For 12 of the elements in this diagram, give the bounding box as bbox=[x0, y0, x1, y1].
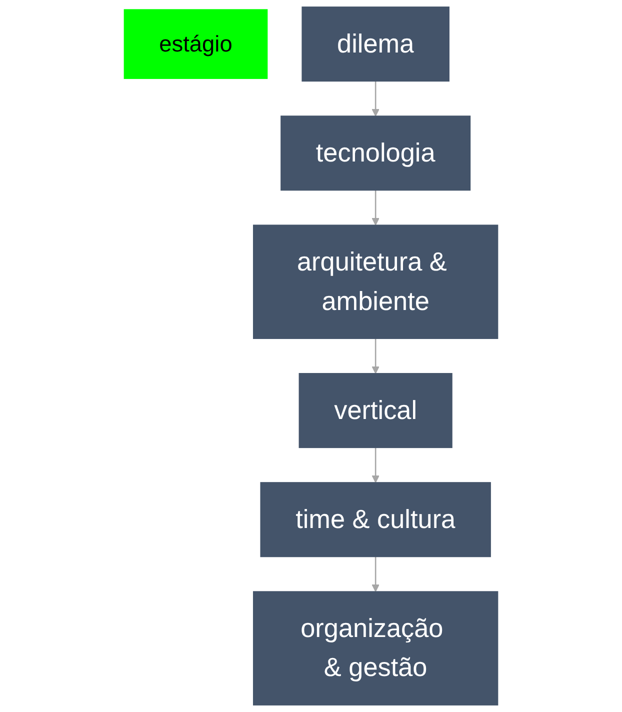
node-box: organização & gestão bbox=[252, 591, 498, 706]
node-box: dilema bbox=[302, 6, 450, 82]
arrow bbox=[372, 81, 380, 116]
arrow bbox=[372, 338, 380, 374]
node-box: vertical bbox=[298, 373, 452, 448]
arrow bbox=[372, 556, 380, 592]
node-box: time & cultura bbox=[260, 482, 491, 558]
arrow bbox=[372, 448, 380, 483]
node-box: tecnologia bbox=[280, 116, 471, 191]
node-box: arquitetura & ambiente bbox=[252, 224, 498, 339]
arrow bbox=[372, 190, 380, 226]
node-box: estágio bbox=[124, 9, 268, 79]
